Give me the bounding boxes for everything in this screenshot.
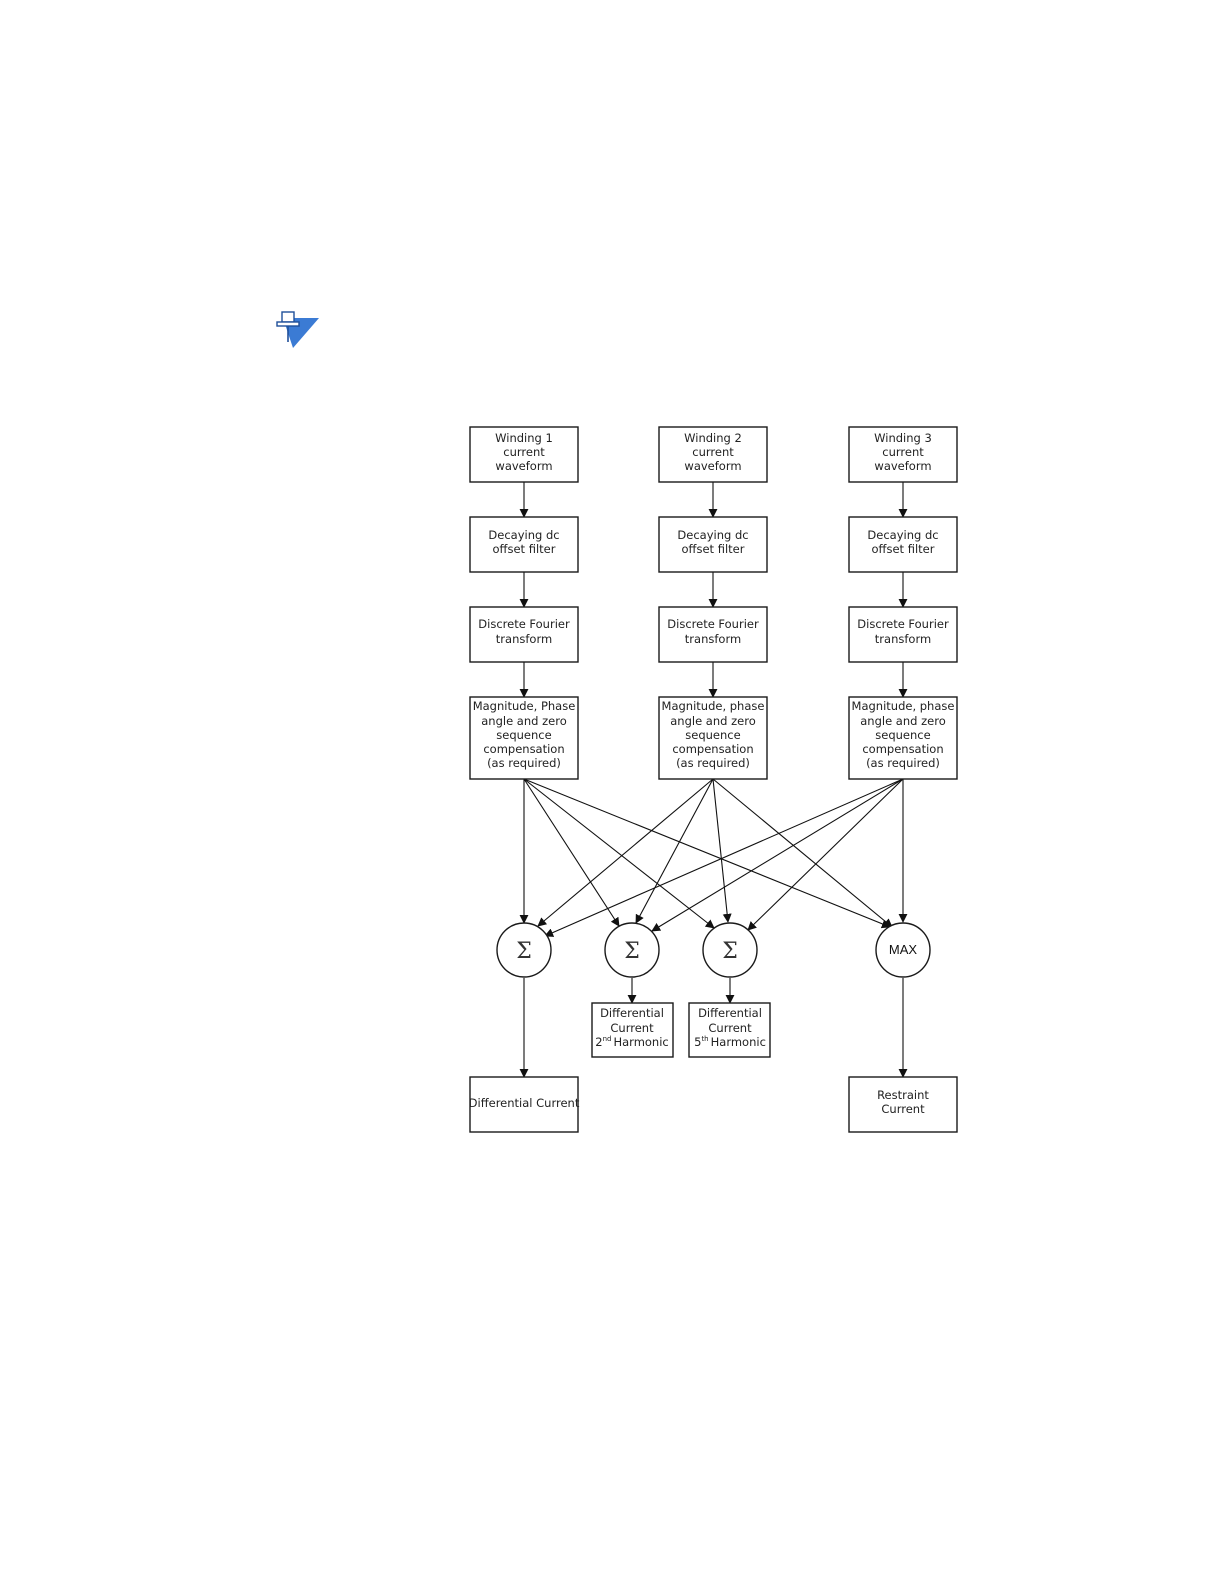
winding-3-waveform-label-3: waveform	[874, 459, 931, 473]
winding-2-comp-label-1: Magnitude, phase	[662, 699, 765, 713]
winding-1-dft-box	[469, 606, 579, 663]
winding-2-comp-label-2: angle and zero	[670, 714, 755, 728]
winding-2-waveform-label-3: waveform	[684, 459, 741, 473]
winding-1-dc-offset-filter-box	[469, 516, 579, 573]
arrow-c3-to-sum-2nd	[651, 778, 904, 932]
winding-1-filter-label-2: offset filter	[493, 542, 556, 556]
winding-1-comp-label-5: (as required)	[487, 756, 561, 770]
winding-1-waveform-box	[469, 426, 579, 483]
restraint-current-box	[848, 1076, 958, 1133]
winding-1-dft-label-1: Discrete Fourier	[478, 617, 570, 631]
winding-3-comp-label-2: angle and zero	[860, 714, 945, 728]
winding-3-column: Winding 3 current waveform Decaying dc o…	[848, 426, 958, 780]
winding-2-comp-label-5: (as required)	[676, 756, 750, 770]
differential-2nd-harmonic-box	[591, 1002, 674, 1058]
winding-2-column: Winding 2 current waveform Decaying dc o…	[658, 426, 768, 780]
winding-1-waveform-label-3: waveform	[495, 459, 552, 473]
winding-3-dc-offset-filter-box	[848, 516, 958, 573]
winding-3-dft-box	[848, 606, 958, 663]
sum-symbol-differential: Σ	[516, 939, 532, 964]
winding-2-waveform-label-2: current	[692, 445, 734, 459]
winding-3-waveform-label-1: Winding 3	[874, 431, 932, 445]
harmonic2-suffix: nd	[603, 1035, 612, 1043]
restraint-current-label-1: Restraint	[877, 1088, 929, 1102]
differential-current-box	[469, 1076, 579, 1133]
winding-2-filter-label-1: Decaying dc	[677, 528, 748, 542]
differential-5th-harmonic-box	[688, 1002, 771, 1058]
winding-3-waveform-label-2: current	[882, 445, 924, 459]
harmonic5-label-2: Current	[708, 1021, 752, 1035]
winding-2-waveform-box	[658, 426, 768, 483]
arrow-c3-to-sum-diff	[544, 778, 904, 937]
arrow-c2-to-sum-5th	[712, 778, 732, 923]
winding-2-dft-label-1: Discrete Fourier	[667, 617, 759, 631]
harmonic2-label-1: Differential	[600, 1006, 664, 1020]
note-pushpin-icon	[276, 311, 319, 348]
winding-1-waveform-label-2: current	[503, 445, 545, 459]
winding-1-waveform-label-1: Winding 1	[495, 431, 553, 445]
harmonic5-suffix: th	[701, 1035, 708, 1043]
restraint-current-label-2: Current	[881, 1102, 925, 1116]
winding-2-comp-label-3: sequence	[685, 728, 740, 742]
winding-3-dft-label-2: transform	[875, 632, 931, 646]
winding-3-waveform-box	[848, 426, 958, 483]
winding-3-comp-label-3: sequence	[875, 728, 930, 742]
winding-3-comp-label-1: Magnitude, phase	[852, 699, 955, 713]
sum-node-2nd-harmonic	[604, 922, 660, 978]
sum-symbol-5th-harmonic: Σ	[722, 939, 738, 964]
winding-2-dc-offset-filter-box	[658, 516, 768, 573]
winding-3-comp-label-5: (as required)	[866, 756, 940, 770]
winding-1-comp-label-2: angle and zero	[481, 714, 566, 728]
winding-2-waveform-label-1: Winding 2	[684, 431, 742, 445]
sum-node-5th-harmonic	[702, 922, 758, 978]
max-node-label: MAX	[889, 942, 918, 957]
winding-1-comp-label-1: Magnitude, Phase	[473, 699, 576, 713]
harmonic5-word: Harmonic	[711, 1035, 766, 1049]
winding-2-dft-box	[658, 606, 768, 663]
harmonic5-label-1: Differential	[698, 1006, 762, 1020]
harmonic5-order: 5	[694, 1035, 701, 1049]
max-node	[875, 922, 931, 978]
winding-1-filter-label-1: Decaying dc	[488, 528, 559, 542]
sum-symbol-2nd-harmonic: Σ	[624, 939, 640, 964]
arrow-c1-to-max	[523, 778, 891, 929]
harmonic2-order: 2	[595, 1035, 602, 1049]
winding-1-compensation-box	[469, 696, 579, 780]
winding-3-filter-label-2: offset filter	[872, 542, 935, 556]
operator-nodes: Σ Σ Σ MAX	[496, 922, 931, 978]
arrow-c2-to-sum-diff	[537, 778, 714, 927]
final-outputs: Differential Current Restraint Current	[469, 1076, 958, 1133]
arrow-c1-to-sum-2nd	[523, 778, 620, 927]
winding-1-column: Winding 1 current waveform Decaying dc o…	[469, 426, 579, 780]
winding-2-comp-label-4: compensation	[672, 742, 753, 756]
winding-2-dft-label-2: transform	[685, 632, 741, 646]
sum-node-differential	[496, 922, 552, 978]
winding-1-comp-label-3: sequence	[496, 728, 551, 742]
arrow-c1-to-sum-5th	[523, 778, 715, 929]
differential-current-label: Differential Current	[469, 1096, 580, 1110]
winding-2-filter-label-2: offset filter	[682, 542, 745, 556]
arrow-c2-to-sum-2nd	[635, 778, 714, 924]
harmonic2-word: Harmonic	[613, 1035, 668, 1049]
winding-1-comp-label-4: compensation	[483, 742, 564, 756]
winding-3-compensation-box	[848, 696, 958, 780]
arrow-c3-to-sum-5th	[747, 778, 904, 931]
winding-3-comp-label-4: compensation	[862, 742, 943, 756]
harmonic2-label-2: Current	[610, 1021, 654, 1035]
winding-3-dft-label-1: Discrete Fourier	[857, 617, 949, 631]
winding-1-dft-label-2: transform	[496, 632, 552, 646]
arrow-c2-to-max	[712, 778, 893, 928]
winding-3-filter-label-1: Decaying dc	[867, 528, 938, 542]
connector-arrows	[519, 482, 908, 1078]
winding-2-compensation-box	[658, 696, 768, 780]
